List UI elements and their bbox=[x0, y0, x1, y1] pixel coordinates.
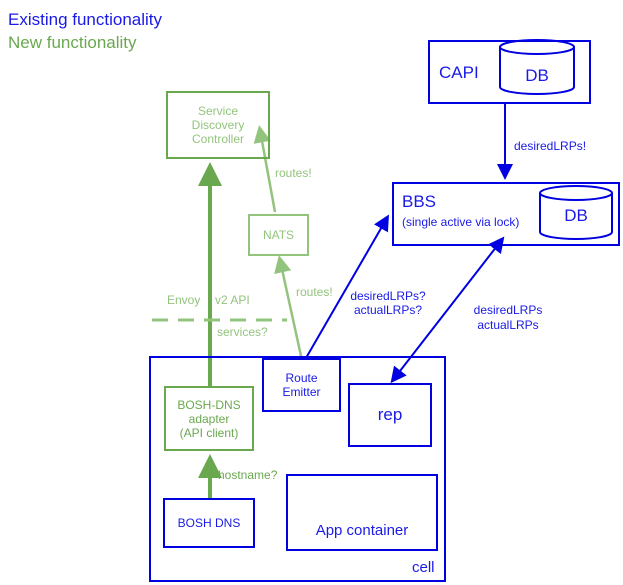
legend-existing: Existing functionality bbox=[8, 10, 163, 29]
nats-sdc-label: routes! bbox=[275, 166, 312, 180]
cell-label: cell bbox=[412, 559, 435, 576]
bbs-rep-label-2: actualLRPs bbox=[477, 318, 539, 332]
bbs-db-cylinder bbox=[539, 185, 613, 240]
emitter-bbs-label-2: actualLRPs? bbox=[353, 303, 423, 317]
emitter-to-nats-arrow bbox=[274, 255, 303, 357]
route-emitter-box: Route Emitter bbox=[262, 358, 341, 412]
hostname-label: hostname? bbox=[218, 468, 278, 482]
v2-api-label: v2 API bbox=[215, 293, 250, 307]
app-container-box bbox=[286, 474, 438, 551]
app-container-label: App container bbox=[315, 522, 409, 539]
capi-box bbox=[428, 40, 591, 104]
emitter-to-bbs-arrow bbox=[305, 214, 390, 359]
nats-to-sdc-arrow bbox=[253, 125, 277, 213]
nats-box: NATS bbox=[248, 214, 309, 256]
bbs-title: BBS bbox=[402, 192, 437, 211]
emitter-nats-label: routes! bbox=[296, 285, 333, 299]
bbs-box bbox=[392, 182, 620, 246]
emitter-bbs-label-1: desiredLRPs? bbox=[350, 289, 426, 303]
adapter-label-line3: (API client) bbox=[179, 425, 239, 440]
bbs-db-label: DB bbox=[564, 206, 588, 225]
adapter-label-line2: adapter bbox=[188, 411, 230, 426]
adapter-label-line1: BOSH-DNS bbox=[177, 397, 241, 412]
route-emitter-label-line2: Emitter bbox=[282, 385, 321, 399]
envoy-label: Envoy bbox=[167, 293, 201, 307]
sdc-label-line1: Service bbox=[197, 104, 238, 118]
bbs-rep-label-1: desiredLRPs bbox=[473, 303, 543, 317]
nats-label: NATS bbox=[262, 228, 295, 242]
legend-new: New functionality bbox=[8, 33, 137, 52]
route-emitter-label-line1: Route bbox=[285, 371, 318, 385]
cell-box bbox=[149, 356, 446, 582]
rep-box: rep bbox=[348, 383, 432, 447]
bosh-dns-label: BOSH DNS bbox=[177, 516, 241, 530]
bosh-dns-box: BOSH DNS bbox=[163, 498, 255, 548]
bbs-subtitle: (single active via lock) bbox=[402, 215, 520, 229]
services-label: services? bbox=[217, 325, 268, 339]
service-discovery-controller-box: Service Discovery Controller bbox=[166, 91, 270, 159]
rep-label: rep bbox=[377, 405, 403, 424]
capi-label: CAPI bbox=[439, 63, 479, 82]
sdc-label-line2: Discovery bbox=[191, 118, 245, 132]
capi-db-label: DB bbox=[525, 66, 549, 85]
capi-bbs-label: desiredLRPs! bbox=[514, 139, 587, 153]
bosh-dns-adapter-box: BOSH-DNS adapter (API client) bbox=[164, 386, 254, 451]
sdc-label-line3: Controller bbox=[191, 132, 245, 146]
